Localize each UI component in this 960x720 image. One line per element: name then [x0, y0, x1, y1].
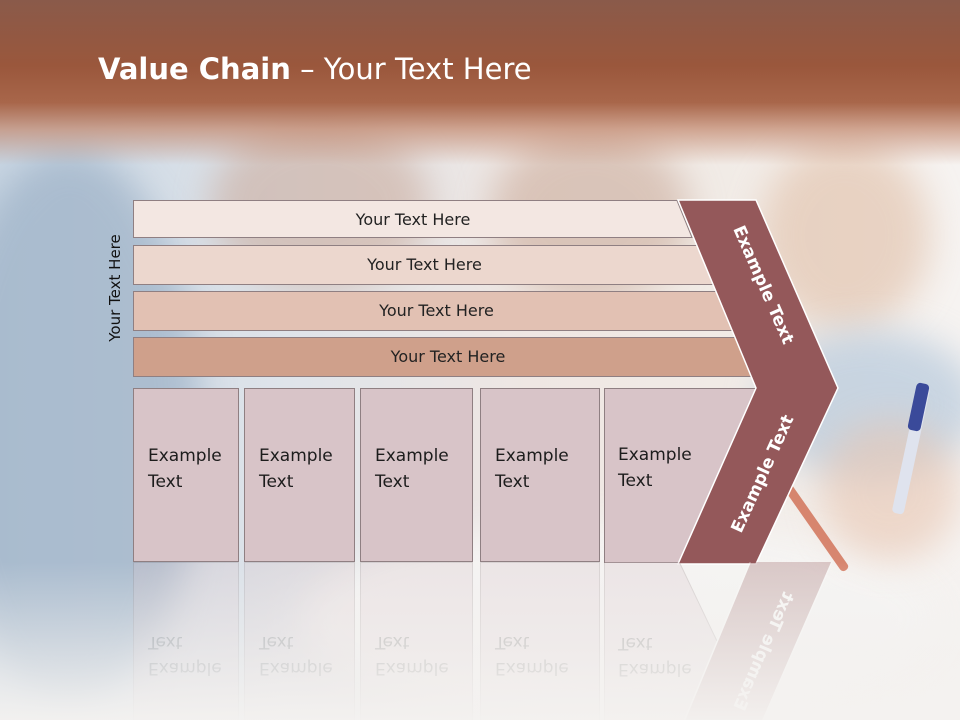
title-bold: Value Chain	[98, 52, 291, 86]
column-4: Example Text	[480, 388, 600, 562]
row-1-shape	[133, 200, 693, 238]
header-band	[0, 0, 960, 165]
column-2: Example Text	[244, 388, 355, 562]
row-2-label: Your Text Here	[367, 254, 482, 274]
column-1-line2: Text	[148, 472, 183, 492]
column-1: Example Text	[133, 388, 239, 562]
column-5-text: Example Text	[618, 442, 692, 494]
row-4: Your Text Here	[133, 337, 763, 377]
column-2-line2: Text	[259, 472, 294, 492]
chevron-arrow: Example Text Example Text	[676, 199, 839, 565]
row-2: Your Text Here	[133, 245, 716, 285]
column-2-line1: Example	[259, 446, 333, 466]
column-3-line2: Text	[375, 472, 410, 492]
column-3-line1: Example	[375, 446, 449, 466]
row-4-label: Your Text Here	[390, 346, 506, 366]
slide-title: Value Chain – Your Text Here	[98, 52, 532, 86]
row-3: Your Text Here	[133, 291, 740, 331]
column-1-line1: Example	[148, 446, 222, 466]
column-3: Example Text	[360, 388, 473, 562]
column-4-line2: Text	[495, 472, 530, 492]
side-label: Your Text Here	[106, 234, 124, 342]
column-5-line2: Text	[618, 471, 653, 491]
title-rest: – Your Text Here	[290, 52, 532, 86]
column-4-line1: Example	[495, 446, 569, 466]
column-5-line1: Example	[618, 445, 692, 465]
row-1: Your Text Here	[133, 200, 693, 238]
row-1-label: Your Text Here	[355, 209, 471, 229]
row-3-label: Your Text Here	[379, 300, 494, 320]
